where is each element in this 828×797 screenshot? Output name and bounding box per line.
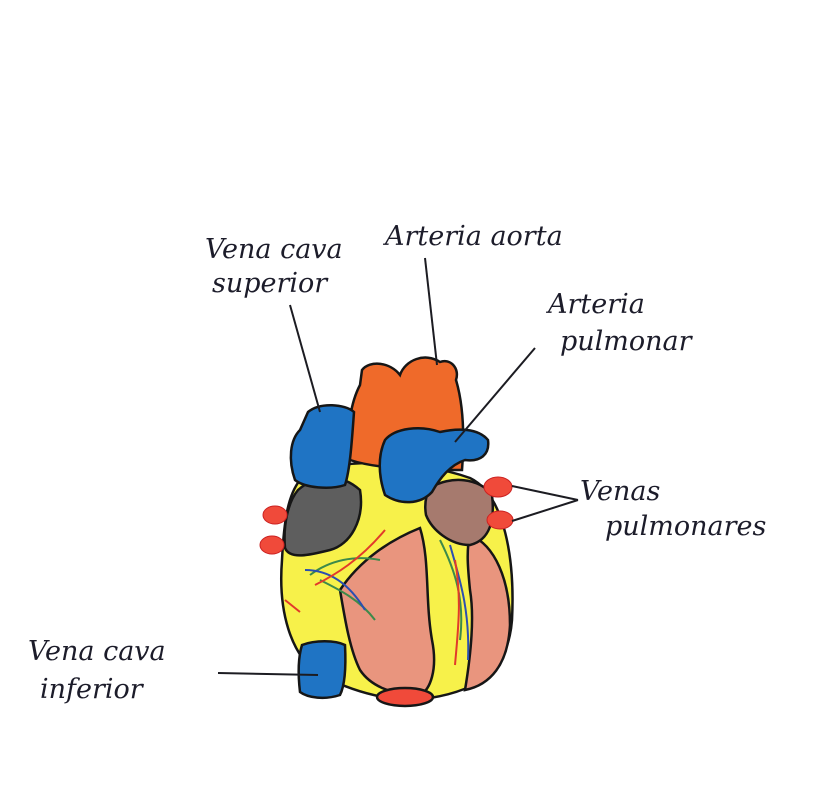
coronary-vessels [284, 529, 470, 666]
pulmonary-vein-lower [486, 510, 514, 530]
label-pulmonary-artery-line2: pulmonar [560, 326, 694, 357]
label-superior-vena-cava-line1: Vena cava [205, 234, 343, 265]
leader-pulmonary-artery [454, 347, 536, 443]
inferior-vena-cava [297, 640, 347, 700]
leader-aorta [424, 257, 438, 366]
label-aorta: Arteria aorta [382, 221, 563, 252]
label-pulmonary-veins-line2: pulmonares [605, 511, 766, 542]
leader-superior-vena-cava [289, 304, 321, 413]
left-atrium [423, 478, 494, 547]
coronary-sinus [375, 686, 435, 708]
label-inferior-vena-cava-line1: Vena cava [28, 636, 166, 667]
pulmonary-artery [378, 427, 490, 504]
left-ventricle [463, 533, 512, 692]
label-pulmonary-artery-line1: Arteria [545, 289, 645, 320]
pulmonary-vein-upper [483, 476, 513, 498]
vein-stub-upper-left [262, 505, 288, 525]
leader-inferior-vena-cava [217, 672, 319, 676]
leader-pulmonary-veins [511, 485, 579, 522]
vein-stub-lower-left [259, 535, 285, 555]
label-superior-vena-cava-line2: superior [212, 268, 329, 299]
superior-vena-cava [289, 404, 356, 489]
right-ventricle [338, 526, 436, 697]
label-pulmonary-veins-line1: Venas [580, 476, 660, 507]
label-inferior-vena-cava-line2: inferior [40, 674, 145, 705]
